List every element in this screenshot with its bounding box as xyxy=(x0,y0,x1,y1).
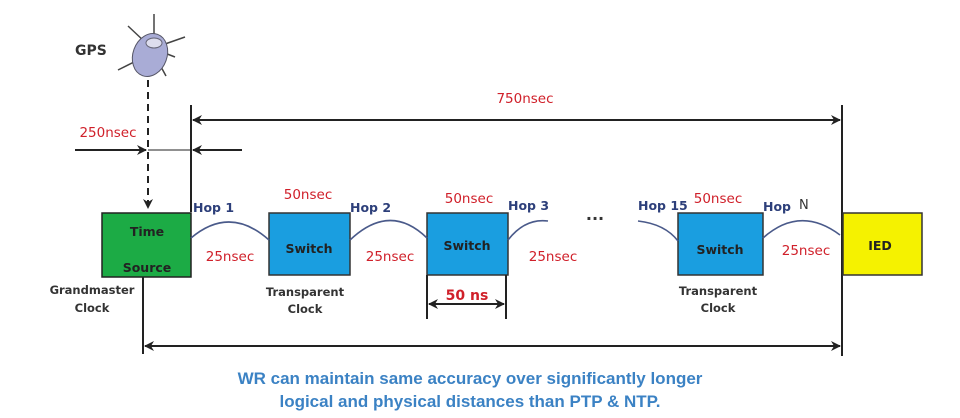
link-delay-1: 25nsec xyxy=(206,249,255,265)
switch-box-1 xyxy=(268,212,351,276)
switch-box-2 xyxy=(426,212,509,276)
transparent-clock-caption-3b: Clock xyxy=(701,301,736,315)
ied-label: IED xyxy=(868,238,892,253)
link-hop-15 xyxy=(637,220,679,242)
switch-label-3: Switch xyxy=(696,242,743,257)
switch-width-label: 50 ns xyxy=(446,288,489,304)
transparent-clock-caption-1a: Transparent xyxy=(266,285,345,299)
hop-label-1: Hop 1 xyxy=(193,200,234,215)
switch-label-2: Switch xyxy=(443,238,490,253)
grandmaster-caption-2: Clock xyxy=(75,301,110,315)
switch-box-3 xyxy=(677,212,764,276)
time-source-label-2: Source xyxy=(123,260,172,275)
link-delay-3: 25nsec xyxy=(529,249,578,265)
ied-box xyxy=(842,212,923,276)
hop-ellipsis: ... xyxy=(586,205,604,224)
gps-delay-label: 250nsec xyxy=(79,125,136,141)
link-hop-n xyxy=(762,219,841,239)
total-delay-label: 750nsec xyxy=(496,91,553,107)
transparent-clock-caption-1b: Clock xyxy=(288,302,323,316)
time-source-box xyxy=(101,212,192,278)
time-source-label-1: Time xyxy=(130,224,164,239)
link-hop-3 xyxy=(507,219,549,241)
hop-label-3: Hop 3 xyxy=(508,198,549,213)
switch-label-1: Switch xyxy=(285,241,332,256)
link-delay-2: 25nsec xyxy=(366,249,415,265)
transparent-clock-caption-3a: Transparent xyxy=(679,284,758,298)
satellite-icon xyxy=(117,14,186,77)
switch-delay-3: 50nsec xyxy=(694,191,743,207)
link-hop-2 xyxy=(349,219,428,241)
hop-label-15: Hop 15 xyxy=(638,198,688,213)
hop-label-n-letter: N xyxy=(799,198,809,213)
hop-label-n: Hop xyxy=(763,199,791,214)
hop-label-2: Hop 2 xyxy=(350,200,391,215)
caption-line-1: WR can maintain same accuracy over signi… xyxy=(238,369,703,388)
grandmaster-caption-1: Grandmaster xyxy=(50,283,135,297)
gps-label: GPS xyxy=(75,43,107,59)
link-delay-n: 25nsec xyxy=(782,243,831,259)
link-hop-1 xyxy=(190,221,270,241)
switch-delay-1: 50nsec xyxy=(284,187,333,203)
caption-line-2: logical and physical distances than PTP … xyxy=(279,392,660,411)
switch-delay-2: 50nsec xyxy=(445,191,494,207)
